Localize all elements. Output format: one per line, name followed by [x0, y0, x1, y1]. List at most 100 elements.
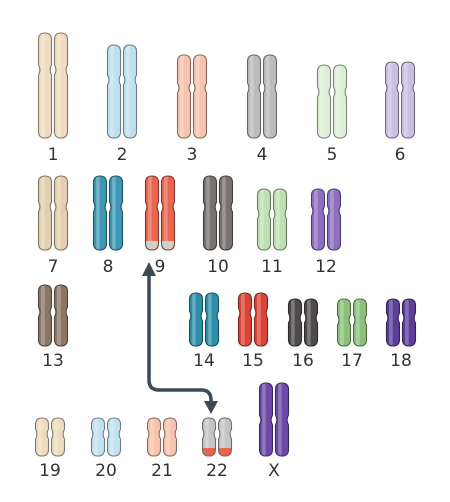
chromosome-label: X — [268, 461, 280, 481]
chromosome-label: 9 — [155, 257, 166, 277]
chromatid — [205, 293, 219, 346]
chromosome-label: 6 — [395, 145, 406, 165]
chromatid — [38, 285, 52, 346]
chromosome-label: 14 — [193, 351, 215, 371]
chromatid — [263, 55, 277, 138]
chromosome-label: 18 — [390, 351, 412, 371]
chromatid — [218, 418, 232, 456]
chromosome-7: 7 — [37, 175, 69, 277]
chromosome-9: 9 — [144, 175, 176, 277]
chromosome-label: 11 — [261, 257, 283, 277]
chromosome-label: 16 — [292, 351, 314, 371]
chromosome-label: 22 — [206, 461, 228, 481]
translocated-segment — [145, 241, 159, 250]
chromatid — [51, 418, 65, 456]
chromatid — [145, 176, 159, 250]
chromosome-4: 4 — [246, 54, 278, 165]
chromatid — [402, 299, 416, 346]
translocation-arrowhead-to-9 — [142, 262, 156, 276]
chromosome-label: 15 — [242, 351, 264, 371]
chromatid — [123, 45, 137, 138]
chromosome-label: 12 — [315, 257, 337, 277]
chromatid — [275, 383, 289, 456]
translocation-arrowhead-to-22 — [204, 401, 218, 414]
chromatid — [147, 418, 161, 456]
chromatid — [219, 176, 233, 250]
chromatid — [327, 189, 341, 250]
chromatid — [333, 65, 347, 138]
chromosome-label: 13 — [42, 351, 64, 371]
chromatid — [54, 285, 68, 346]
chromatid — [91, 418, 105, 456]
chromatid — [304, 299, 318, 346]
chromatid — [288, 299, 302, 346]
chromosome-label: 10 — [207, 257, 229, 277]
translocation-arrow — [147, 270, 213, 406]
chromosome-x: X — [258, 382, 290, 481]
translocated-segment — [202, 448, 216, 456]
chromosome-12: 12 — [310, 188, 342, 277]
chromosome-label: 5 — [327, 145, 338, 165]
chromosome-22: 22 — [201, 417, 233, 481]
chromosome-8: 8 — [92, 175, 124, 277]
chromosome-1: 1 — [37, 32, 69, 165]
chromatid — [193, 55, 207, 138]
chromosome-3: 3 — [176, 54, 208, 165]
translocated-segment — [218, 448, 232, 456]
chromatid — [54, 176, 68, 250]
chromatid — [93, 176, 107, 250]
chromosome-2: 2 — [106, 44, 138, 165]
chromatid — [385, 62, 399, 138]
chromatid — [337, 299, 351, 346]
chromosome-15: 15 — [237, 292, 269, 371]
chromosome-20: 20 — [90, 417, 122, 481]
chromatid — [107, 45, 121, 138]
chromatid — [177, 55, 191, 138]
chromatid — [35, 418, 49, 456]
chromatid — [401, 62, 415, 138]
chromosome-label: 21 — [151, 461, 173, 481]
chromatid — [247, 55, 261, 138]
chromosome-11: 11 — [256, 188, 288, 277]
chromosome-6: 6 — [384, 61, 416, 165]
chromosome-label: 19 — [39, 461, 61, 481]
chromatid — [202, 418, 216, 456]
chromosome-13: 13 — [37, 284, 69, 371]
chromatid — [317, 65, 331, 138]
chromosome-label: 8 — [103, 257, 114, 277]
chromatid — [161, 176, 175, 250]
chromosome-21: 21 — [146, 417, 178, 481]
chromatid — [38, 33, 52, 138]
chromatid — [107, 418, 121, 456]
chromosome-16: 16 — [287, 298, 319, 371]
chromatid — [254, 293, 268, 346]
chromatid — [386, 299, 400, 346]
chromatid — [257, 189, 271, 250]
chromatid — [54, 33, 68, 138]
chromatid — [203, 176, 217, 250]
chromosome-label: 7 — [48, 257, 59, 277]
chromosome-label: 2 — [117, 145, 128, 165]
translocated-segment — [161, 241, 175, 250]
chromosome-label: 17 — [341, 351, 363, 371]
chromosome-label: 1 — [48, 145, 59, 165]
chromatid — [353, 299, 367, 346]
chromatid — [189, 293, 203, 346]
chromatid — [163, 418, 177, 456]
chromosome-label: 3 — [187, 145, 198, 165]
chromatid — [238, 293, 252, 346]
chromosome-5: 5 — [316, 64, 348, 165]
chromosome-14: 14 — [188, 292, 220, 371]
chromatid — [273, 189, 287, 250]
chromosome-label: 4 — [257, 145, 268, 165]
chromosome-19: 19 — [34, 417, 66, 481]
chromatid — [109, 176, 123, 250]
chromatid — [38, 176, 52, 250]
chromatid — [259, 383, 273, 456]
chromatid — [311, 189, 325, 250]
chromosome-10: 10 — [202, 175, 234, 277]
chromosome-17: 17 — [336, 298, 368, 371]
chromosome-label: 20 — [95, 461, 117, 481]
